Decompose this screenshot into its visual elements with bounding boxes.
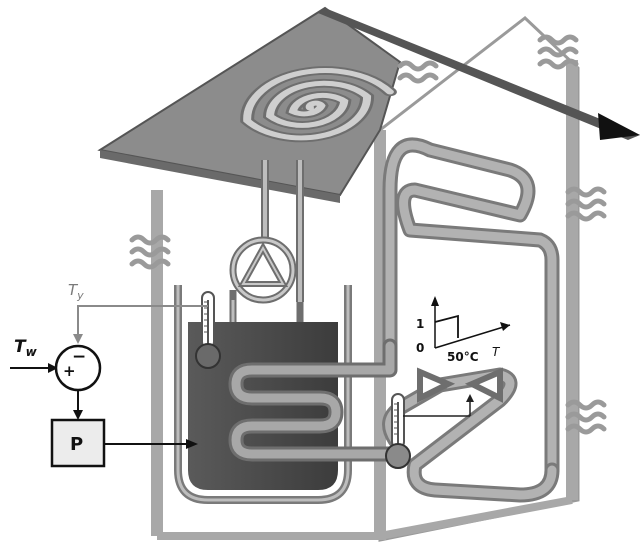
heat-wave-icon [565, 186, 607, 222]
step-temp-label: 50°C [447, 350, 479, 364]
heat-wave-icon [537, 34, 579, 70]
sum-junction-icon [54, 344, 102, 392]
tw-label: Tw [14, 337, 38, 359]
step-zero-label: 0 [416, 341, 424, 355]
controller-label: P [70, 434, 83, 455]
heat-wave-icon [129, 234, 171, 270]
room-thermometer-icon [385, 393, 411, 469]
roof-edge [598, 113, 640, 140]
plus-sign: + [63, 362, 76, 380]
controller-box [50, 418, 106, 468]
thermostatic-valve-icon [403, 367, 503, 417]
solar-collector-icon [240, 66, 397, 143]
pump-icon [229, 236, 297, 304]
minus-sign: − [72, 347, 86, 367]
step-one-label: 1 [416, 317, 424, 331]
heat-wave-icon [397, 60, 439, 84]
step-t-label: T [492, 345, 501, 359]
ty-label: Ty [68, 281, 84, 302]
tank-heat-exchanger [228, 338, 398, 462]
valve-characteristic [431, 296, 511, 349]
heat-wave-icon [565, 399, 607, 435]
control-loop [10, 305, 208, 449]
